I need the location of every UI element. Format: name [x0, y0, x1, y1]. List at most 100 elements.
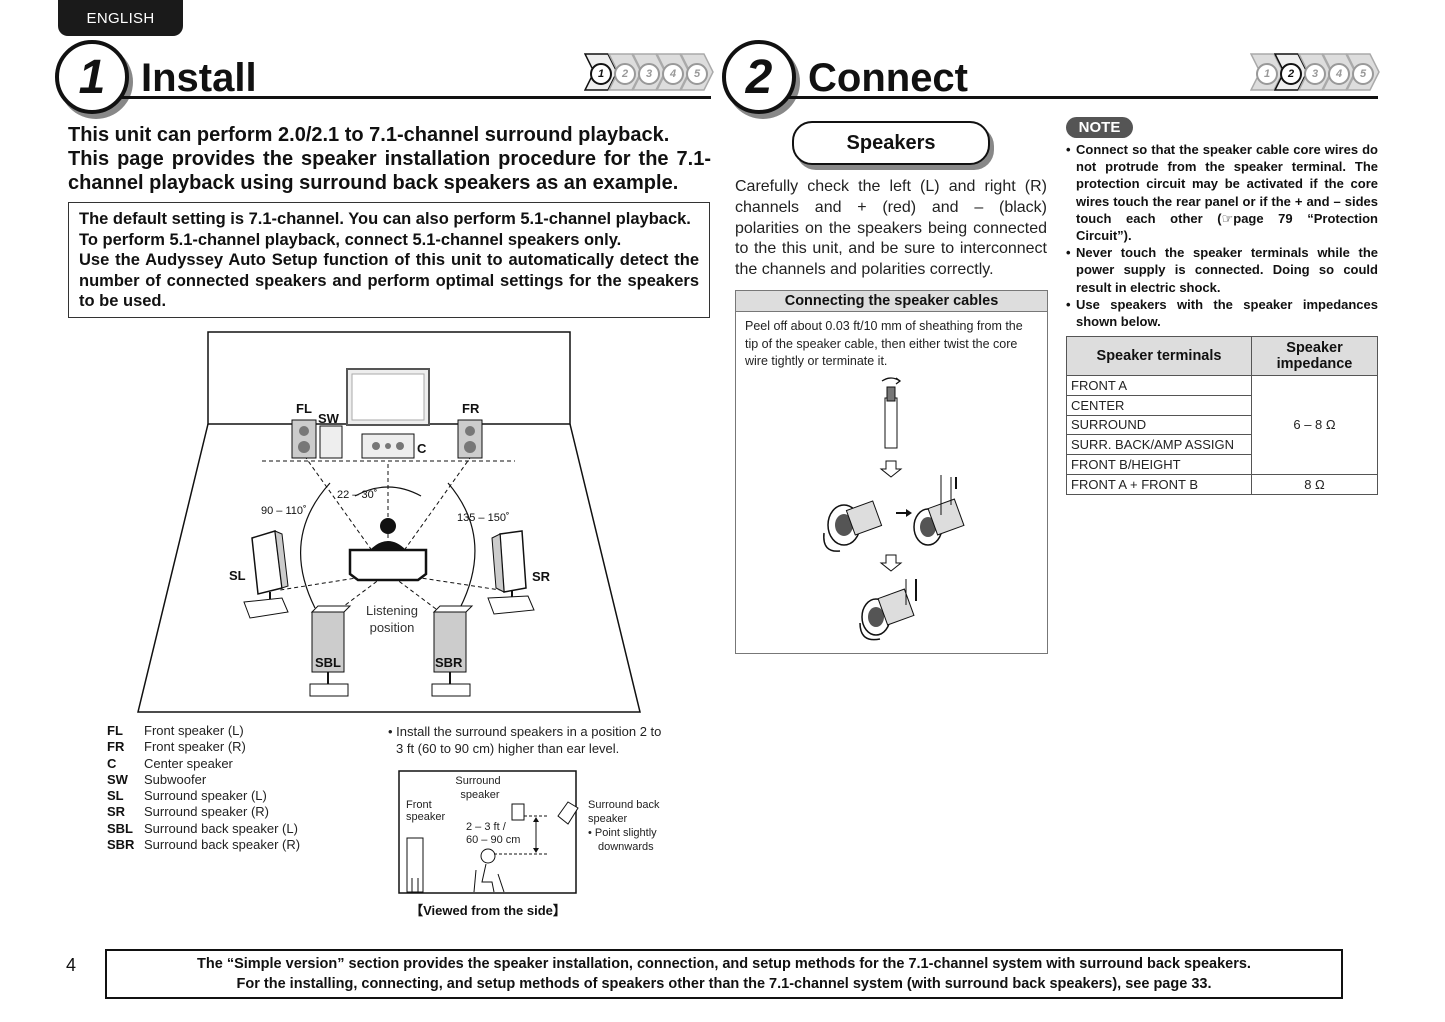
note-item: •Use speakers with the speaker impedance… [1066, 296, 1378, 330]
intro-line-2: This page provides the speaker installat… [68, 148, 711, 194]
surround-back-side-icon [557, 801, 579, 825]
terminal-loosen-icon [823, 500, 883, 552]
step-arrow-2: 2 [608, 53, 642, 91]
down-arrow-icon [879, 554, 903, 572]
footer-line-1: The “Simple version” section provides th… [197, 956, 1251, 972]
sl-label: SL [229, 568, 246, 583]
speaker-layout-diagram: FL SW C FR SL SR SBL SBR 22 – 30˚ 90 – 1… [137, 331, 641, 713]
intro-line-1: This unit can perform 2.0/2.1 to 7.1-cha… [68, 124, 670, 146]
connect-header-rule [788, 96, 1378, 99]
note-item: •Connect so that the speaker cable core … [1066, 142, 1378, 244]
step-arrow-1: 1 [584, 53, 618, 91]
terminal-cell: FRONT A + FRONT B [1066, 473, 1252, 495]
language-tab[interactable]: ENGLISH [58, 0, 183, 36]
center-speaker-icon [361, 433, 415, 459]
front-right-speaker-icon [457, 419, 483, 459]
height-guide-lines [494, 815, 548, 855]
note-list: •Connect so that the speaker cable core … [1066, 141, 1378, 330]
surround-height-note: • Install the surround speakers in a pos… [388, 723, 688, 757]
default-setting-box: The default setting is 7.1-channel. You … [68, 202, 710, 318]
listening-label-2: position [370, 620, 415, 635]
cable-box-heading: Connecting the speaker cables [736, 291, 1047, 312]
default-line-3: Use the Audyssey Auto Setup function of … [79, 251, 699, 310]
note-badge: NOTE [1066, 117, 1133, 138]
step-arrow-3: 3 [632, 53, 666, 91]
step-arrow-2: 2 [1274, 53, 1308, 91]
connect-step-indicator: 1 2 3 4 5 [1250, 53, 1380, 91]
surround-label-2: speaker [460, 789, 499, 801]
listening-label-1: Listening [366, 603, 418, 618]
sbl-label: SBL [315, 655, 341, 670]
impedance-table: Speaker terminals Speaker impedance FRON… [1066, 336, 1378, 495]
c-label: C [417, 441, 427, 456]
point-label-2: downwards [598, 841, 654, 853]
angle-front-label: 22 – 30˚ [337, 489, 377, 501]
terminal-cell: SURR. BACK/AMP ASSIGN [1066, 434, 1252, 456]
cable-illustration [823, 377, 965, 641]
step-arrow-5: 5 [1346, 53, 1380, 91]
twist-icon [881, 377, 902, 385]
surround-left-speaker-icon [243, 530, 289, 619]
point-label-1: • Point slightly [588, 827, 657, 839]
listening-direction-lines [279, 457, 501, 619]
step-1-circle: 1 [55, 40, 129, 114]
default-line-2: To perform 5.1-channel playback, connect… [79, 230, 622, 249]
speakers-heading: Speakers [792, 121, 990, 165]
side-view-caption: 【Viewed from the side】 [410, 903, 566, 918]
angle-arcs [299, 482, 476, 609]
front-left-speaker-icon [291, 419, 317, 459]
front-speaker-side-icon [406, 837, 424, 893]
angle-back-label: 135 – 150˚ [457, 512, 510, 524]
table-header-row: Speaker terminals Speaker impedance [1066, 336, 1378, 376]
table-row: FRONT A + FRONT B 8 Ω [1066, 473, 1378, 495]
table-row: FRONT A 6 – 8 Ω [1066, 375, 1378, 475]
install-intro: This unit can perform 2.0/2.1 to 7.1-cha… [68, 123, 711, 195]
surround-back-left-speaker-icon [309, 605, 352, 697]
cable-icon [884, 386, 898, 449]
side-view-diagram: Surround speaker Front speaker 2 – 3 ft … [398, 770, 660, 894]
terminal-cell: SURROUND [1066, 414, 1252, 436]
down-arrow-icon [879, 460, 903, 478]
step-arrow-4: 4 [656, 53, 690, 91]
terminal-cell: FRONT B/HEIGHT [1066, 454, 1252, 475]
step-2-circle: 2 [722, 40, 796, 114]
angle-side-label: 90 – 110˚ [261, 505, 307, 517]
terminal-insert-icon [913, 475, 965, 546]
fr-label: FR [462, 401, 480, 416]
sbr-label: SBR [435, 655, 463, 670]
step-arrow-5: 5 [680, 53, 714, 91]
fl-label: FL [296, 401, 312, 416]
surround-back-right-speaker-icon [431, 605, 474, 697]
impedance-cell: 6 – 8 Ω [1251, 375, 1378, 475]
polarity-instructions: Carefully check the left (L) and right (… [735, 178, 1047, 279]
terminal-tighten-icon [859, 579, 917, 641]
cable-box-text: Peel off about 0.03 ft/10 mm of sheathin… [745, 319, 1023, 368]
step-arrow-4: 4 [1322, 53, 1356, 91]
header-speaker-terminals: Speaker terminals [1066, 336, 1252, 376]
table-row: CENTER [1066, 394, 1378, 416]
sw-label: SW [318, 411, 340, 426]
sr-label: SR [532, 569, 551, 584]
impedance-cell: 8 Ω [1251, 473, 1378, 495]
surround-speaker-side-icon [511, 803, 525, 821]
tv-icon [346, 368, 430, 426]
back-label-2: speaker [588, 813, 627, 825]
height-label-1: 2 – 3 ft / [466, 821, 507, 833]
footer-line-2: For the installing, connecting, and setu… [236, 976, 1212, 992]
cable-connection-box: Connecting the speaker cables Peel off a… [735, 290, 1048, 654]
person-side-icon [473, 848, 505, 893]
height-label-2: 60 – 90 cm [466, 834, 520, 846]
default-line-1: The default setting is 7.1-channel. You … [79, 210, 691, 228]
side-view-frame [398, 770, 577, 894]
terminal-cell: FRONT A [1066, 375, 1252, 396]
install-step-indicator: 1 2 3 4 5 [584, 53, 714, 91]
footer-note-box: The “Simple version” section provides th… [105, 949, 1343, 999]
front-label-1: Front [406, 799, 432, 811]
